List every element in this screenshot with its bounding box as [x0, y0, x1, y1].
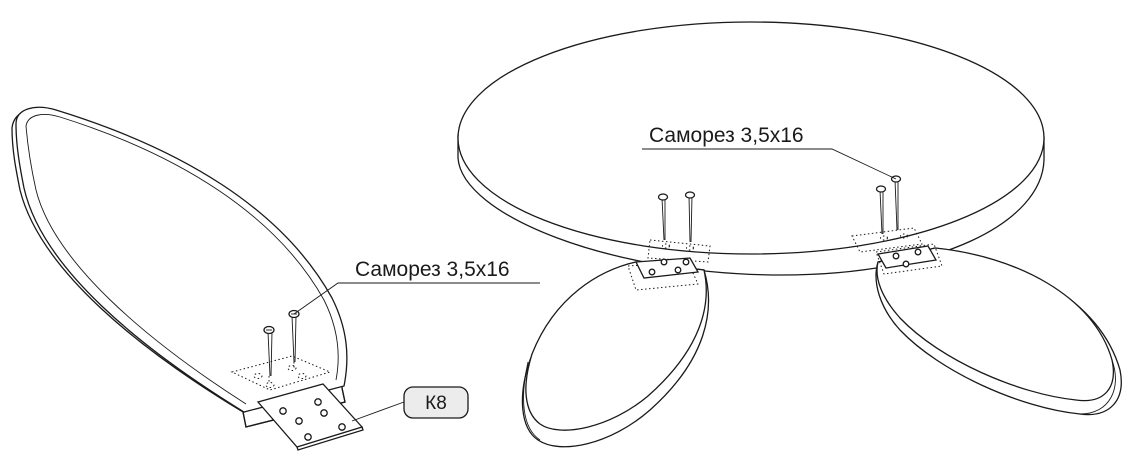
k8-bracket: [256, 383, 364, 451]
right-petal-left: [521, 261, 710, 448]
k8-badge: [403, 386, 469, 419]
right-table-assembly: Саморез 3,5х16: [457, 21, 1122, 448]
right-screw-leader: [642, 148, 897, 180]
left-screw-label: Саморез 3,5х16: [355, 258, 510, 281]
tabletop-surface: [457, 21, 1045, 255]
tabletop-screw-1: [657, 193, 669, 241]
tabletop-screw-3: [875, 185, 887, 235]
right-screw-label: Саморез 3,5х16: [649, 124, 804, 147]
left-bracket-outline: [230, 355, 332, 391]
left-petal-assembly: Саморез 3,5х16 К8: [11, 106, 540, 451]
right-petal-right: [875, 247, 1122, 416]
k8-leader: [351, 401, 405, 422]
k8-badge-label: К8: [425, 393, 447, 414]
left-petal-rim: [25, 114, 339, 381]
left-screw-leader: [293, 282, 540, 315]
left-petal-top: [15, 106, 348, 413]
left-screw-1: [263, 325, 275, 384]
tabletop-bracket-left: [627, 191, 711, 291]
tabletop-screw-2: [684, 191, 696, 243]
